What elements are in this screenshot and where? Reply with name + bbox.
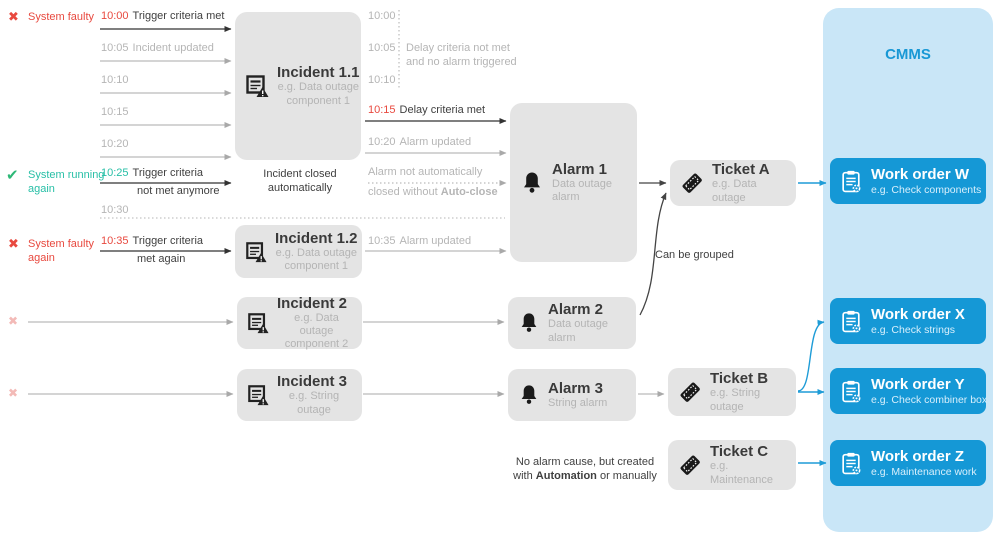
incident-icon bbox=[248, 313, 269, 334]
node-ticket-a: Ticket A e.g. Data outage bbox=[670, 160, 796, 206]
mid-event-1005-label: Delay criteria not met bbox=[406, 42, 510, 54]
faded-x-icon: ✖ bbox=[8, 314, 19, 328]
node-title: Work order X bbox=[871, 305, 965, 323]
faded-x-icon: ✖ bbox=[8, 386, 19, 400]
node-subtitle: e.g. Check strings bbox=[871, 323, 956, 336]
node-alarm-2: Alarm 2 Data outage alarm bbox=[508, 297, 636, 349]
node-ticket-b: Ticket B e.g. String outage bbox=[668, 368, 796, 416]
ticket-icon bbox=[682, 173, 702, 193]
node-title: Alarm 1 bbox=[552, 160, 608, 178]
fault-x-icon: ✖ bbox=[8, 9, 19, 24]
note-alarm-not-closed-line2: closed without Auto-close bbox=[368, 186, 498, 198]
ticket-icon bbox=[680, 382, 700, 402]
bell-icon bbox=[521, 385, 537, 404]
mid-event-1005-label2: and no alarm triggered bbox=[406, 56, 517, 68]
incident-icon bbox=[246, 241, 267, 262]
note-no-alarm-cause: No alarm cause, but created with Automat… bbox=[513, 456, 657, 483]
node-incident-3: Incident 3 e.g. String outage bbox=[237, 369, 362, 421]
node-title: Ticket B bbox=[710, 370, 769, 388]
node-title: Alarm 3 bbox=[548, 379, 604, 397]
curve-ticketB-workX bbox=[797, 319, 825, 392]
fault-x-icon: ✖ bbox=[8, 236, 19, 251]
node-incident-1-1: Incident 1.1 e.g. Data outage component … bbox=[235, 12, 361, 160]
node-subtitle: Data outage alarm bbox=[552, 177, 612, 204]
status-system-faulty-again: System faulty again bbox=[28, 238, 95, 264]
mid-event-1010: 10:10 bbox=[368, 74, 396, 86]
status-system-faulty: System faulty bbox=[28, 11, 95, 23]
timeline-event-1025-line2: not met anymore bbox=[137, 185, 220, 197]
note-alarm-not-closed-line1: Alarm not automatically bbox=[368, 166, 483, 178]
timeline-event-1030: 10:30 bbox=[101, 204, 129, 216]
node-title: Work order Y bbox=[871, 375, 965, 393]
node-title: Ticket A bbox=[712, 161, 770, 179]
node-subtitle: e.g. Data outage bbox=[712, 178, 757, 204]
work-order-icon bbox=[842, 170, 861, 192]
mid-event-1000: 10:00 bbox=[368, 10, 396, 22]
mid-event-1005-time: 10:05 bbox=[368, 42, 396, 54]
timeline-event-1020: 10:20 bbox=[101, 138, 129, 150]
work-order-icon bbox=[842, 452, 861, 474]
node-title: Incident 1.2 bbox=[275, 229, 358, 247]
bell-icon bbox=[521, 313, 537, 332]
timeline-event-1010: 10:10 bbox=[101, 74, 129, 86]
check-icon: ✔ bbox=[6, 167, 19, 184]
node-ticket-c: Ticket C e.g. Maintenance bbox=[668, 440, 796, 490]
cmms-title: CMMS bbox=[885, 46, 931, 63]
status-system-running: System running again bbox=[28, 169, 105, 195]
incident-icon bbox=[246, 75, 269, 97]
node-subtitle: String alarm bbox=[548, 397, 608, 410]
node-incident-1-2: Incident 1.2 e.g. Data outage component … bbox=[235, 225, 362, 278]
node-incident-2: Incident 2 e.g. Data outage component 2 bbox=[237, 294, 362, 351]
work-order-icon bbox=[842, 380, 861, 402]
node-subtitle: e.g. Check components bbox=[871, 183, 982, 196]
node-subtitle: e.g. Data outage component 2 bbox=[284, 311, 349, 351]
timeline-event-1035-line2: met again bbox=[137, 253, 186, 265]
node-title: Work order W bbox=[871, 165, 970, 183]
node-title: Work order Z bbox=[871, 447, 965, 465]
node-alarm-1: Alarm 1 Data outage alarm bbox=[510, 103, 637, 262]
note-incident-closed: Incident closed automatically bbox=[263, 168, 337, 195]
node-title: Incident 3 bbox=[277, 373, 348, 391]
node-subtitle: e.g. String outage bbox=[288, 390, 340, 416]
node-subtitle: e.g. String outage bbox=[710, 387, 761, 413]
bell-icon bbox=[524, 172, 540, 193]
node-work-order-w: Work order W e.g. Check components bbox=[830, 158, 986, 204]
node-subtitle: e.g. Maintenance work bbox=[871, 465, 977, 478]
node-work-order-y: Work order Y e.g. Check combiner box bbox=[830, 368, 988, 414]
incident-icon bbox=[248, 385, 269, 406]
node-title: Alarm 2 bbox=[548, 301, 604, 319]
node-work-order-z: Work order Z e.g. Maintenance work bbox=[830, 440, 986, 486]
node-title: Ticket C bbox=[710, 443, 769, 461]
ticket-icon bbox=[680, 455, 700, 475]
note-can-be-grouped: Can be grouped bbox=[655, 249, 734, 261]
node-subtitle: e.g. Maintenance bbox=[710, 460, 773, 486]
timeline-event-1015: 10:15 bbox=[101, 106, 129, 118]
node-work-order-x: Work order X e.g. Check strings bbox=[830, 298, 986, 344]
node-subtitle: Data outage alarm bbox=[548, 318, 608, 344]
work-order-icon bbox=[842, 310, 861, 332]
node-title: Incident 1.1 bbox=[277, 64, 360, 82]
node-subtitle: e.g. Data outage component 1 bbox=[275, 246, 357, 273]
node-title: Incident 2 bbox=[277, 294, 348, 312]
node-alarm-3: Alarm 3 String alarm bbox=[508, 369, 636, 421]
node-subtitle: e.g. Data outage component 1 bbox=[277, 81, 359, 107]
node-subtitle: e.g. Check combiner box bbox=[871, 393, 988, 406]
